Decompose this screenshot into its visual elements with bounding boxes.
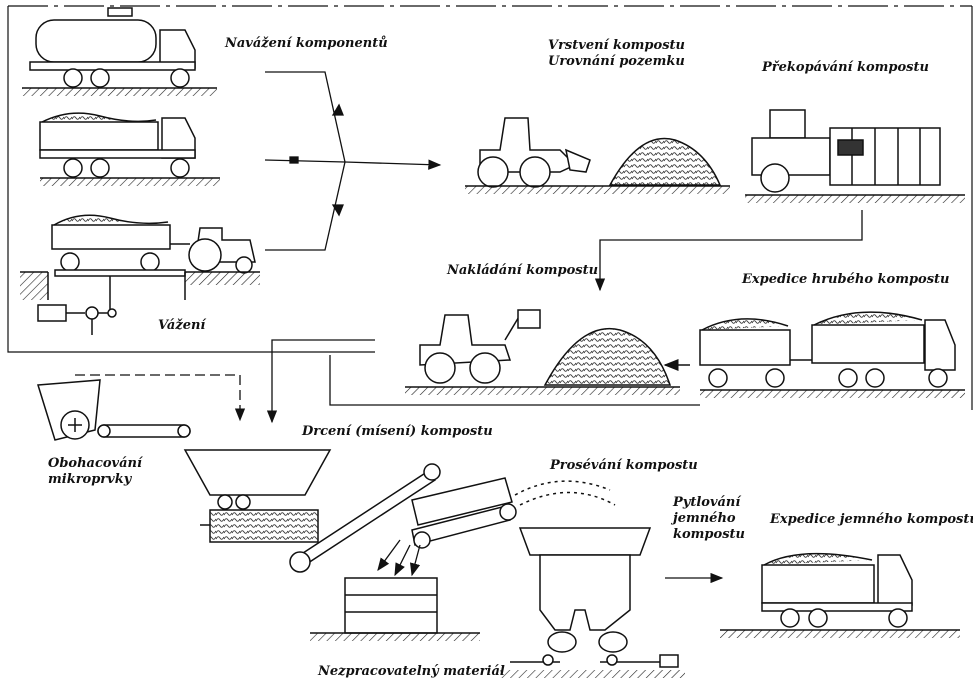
- label-pytlovani-1: Pytlování: [673, 495, 741, 510]
- flow-lines-to-crusher: [75, 339, 700, 424]
- front-loader-2: [405, 309, 690, 395]
- reject-arrows: [377, 539, 421, 577]
- fine-compost-truck: [720, 552, 960, 638]
- label-obohacovani-2: mikroprvky: [48, 472, 132, 487]
- label-vrstveni-1: Vrstvení kompostu: [548, 38, 685, 53]
- micronutrient-hopper: [37, 379, 191, 441]
- label-nezpracovatelny: Nezpracovatelný materiál: [318, 664, 505, 679]
- tanker-truck: [22, 7, 217, 96]
- label-navazeni: Navážení komponentů: [225, 36, 388, 51]
- label-vrstveni-2: Urovnání pozemku: [548, 54, 685, 69]
- label-nakladani: Nakládání kompostu: [447, 263, 599, 278]
- screen-drum: [411, 477, 616, 549]
- label-prekopavani: Překopávání kompostu: [762, 60, 929, 75]
- front-loader-1: [465, 117, 730, 194]
- tractor-trailer-on-scale: [20, 214, 260, 335]
- converge-arrows: [264, 71, 442, 251]
- bagging-hopper: [500, 527, 685, 678]
- label-proseavani: Prosévání kompostu: [550, 458, 698, 473]
- label-drceni: Drcení (mísení) kompostu: [302, 424, 493, 439]
- truck-with-trailer: [699, 311, 965, 398]
- label-expedice-hrubeho: Expedice hrubého kompostu: [742, 272, 950, 287]
- boundary-lines: [7, 5, 973, 410]
- crusher: [183, 449, 332, 543]
- conveyor-1: [289, 463, 441, 573]
- compost-turner: [745, 109, 965, 203]
- label-pytlovani-3: kompostu: [673, 527, 745, 542]
- reject-bin: [310, 577, 480, 641]
- dump-truck-1: [39, 112, 220, 186]
- flow-line-turner-to-loader: [594, 210, 863, 292]
- label-vazeni: Vážení: [158, 318, 206, 333]
- label-obohacovani-1: Obohacování: [48, 456, 142, 471]
- label-pytlovani-2: jemného: [673, 511, 736, 526]
- label-expedice-jemneho: Expedice jemného kompostu: [770, 512, 973, 527]
